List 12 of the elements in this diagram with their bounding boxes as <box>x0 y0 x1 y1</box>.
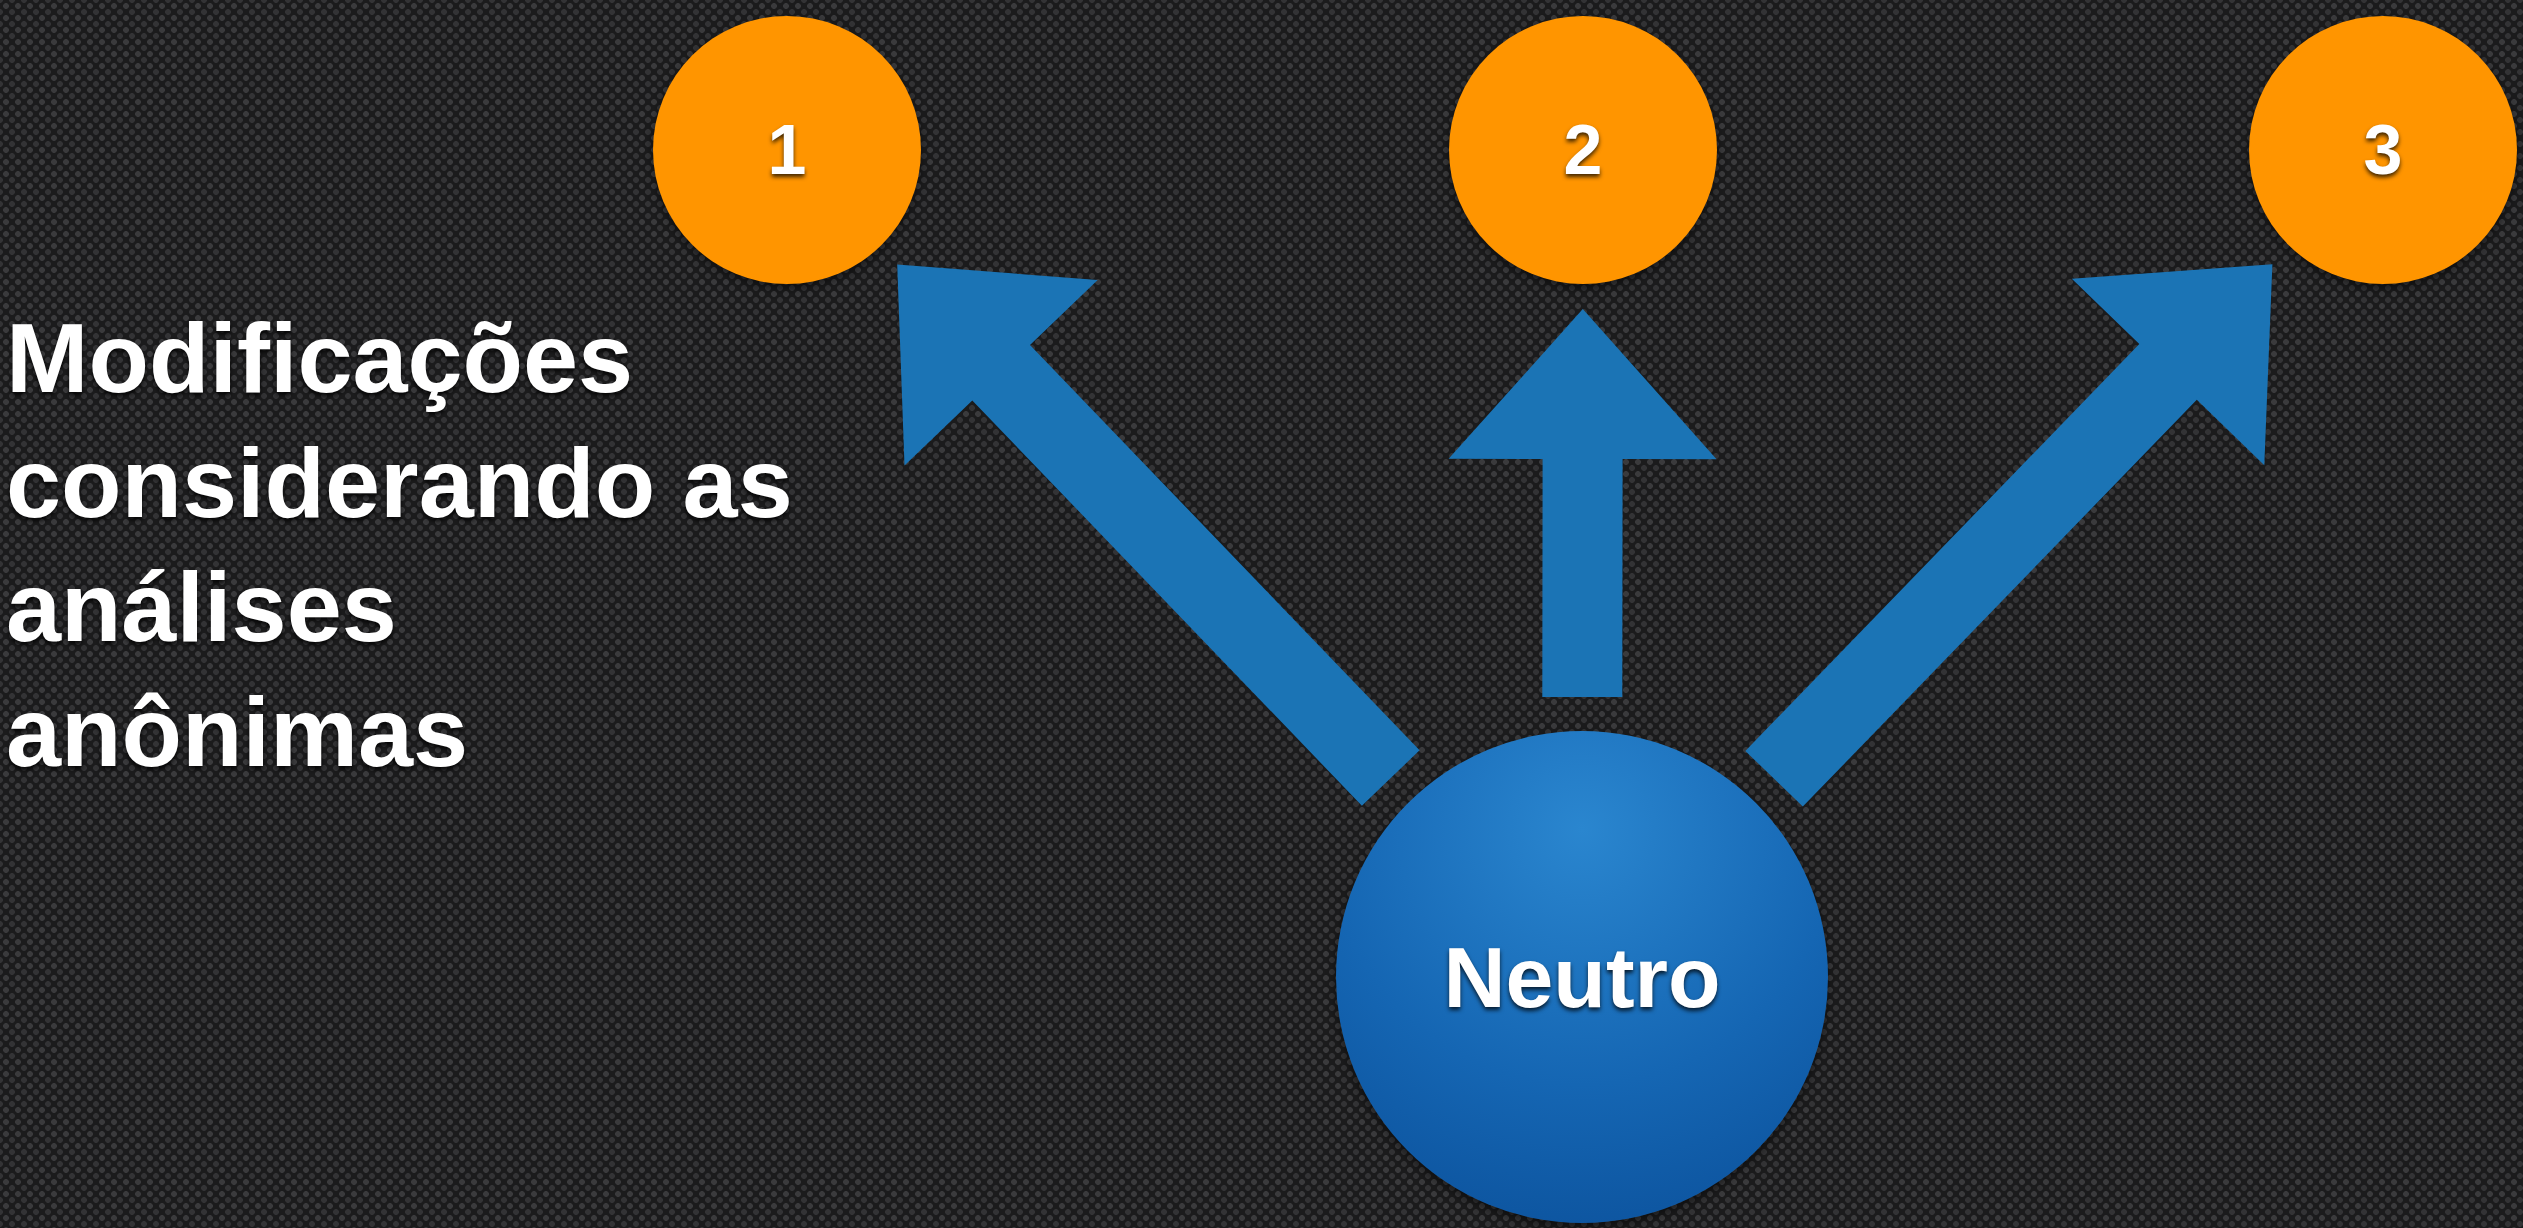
circle-label: 1 <box>767 110 807 190</box>
arrow <box>897 264 1420 806</box>
circle <box>1336 731 1828 1223</box>
circle <box>2249 16 2517 284</box>
heading: Modificações considerando as análises anônimas <box>6 301 794 790</box>
arrow <box>1448 309 1717 697</box>
circle <box>1449 16 1717 284</box>
circle-label: 2 <box>1563 110 1603 190</box>
circle-label: 3 <box>2363 110 2403 190</box>
circle-label: Neutro <box>1443 927 1721 1027</box>
arrow <box>1745 264 2273 807</box>
circle <box>653 16 921 284</box>
